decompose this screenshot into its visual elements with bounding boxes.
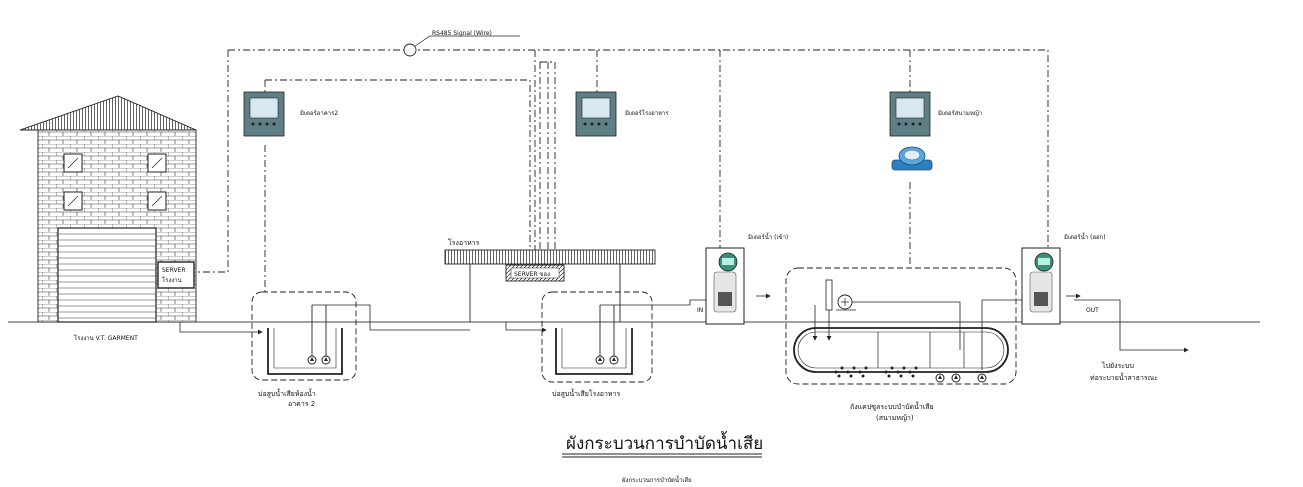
- server-factory-label: SERVER: [162, 267, 186, 274]
- diagram-title: ผังกระบวนการบำบัดน้ำเสีย: [566, 431, 763, 454]
- rs485-signal-network: [196, 49, 1049, 300]
- meter-water-in-label: มิเตอร์น้ำ (เข้า): [748, 231, 788, 241]
- meter-building2-label: มิเตอร์อาคาร2: [300, 109, 338, 117]
- outlet-label: ไปยังระบบ: [1101, 361, 1134, 370]
- flow-meter-out: [1021, 247, 1061, 325]
- server-factory-box: [157, 261, 195, 289]
- pit-canteen-label: บ่อสูบน้ำเสียโรงอาหาร: [552, 387, 620, 398]
- canteen-label: โรงอาหาร: [448, 238, 480, 247]
- meter-water-out-label: มิเตอร์น้ำ (ออก): [1064, 231, 1106, 241]
- power-meter-canteen: [575, 91, 617, 137]
- flow-meter-in: [705, 247, 745, 325]
- factory-name-label: โรงงาน V.T. GARMENT: [74, 334, 138, 342]
- meter-lawn-label: มิเตอร์สนามหญ้า: [938, 109, 982, 117]
- water-meter-icon: [891, 146, 933, 171]
- capsule-tank: [785, 267, 1022, 385]
- outlet-label-2: ท่อระบายน้ำสาธารณะ: [1090, 371, 1158, 382]
- pump-pit-canteen: [505, 291, 720, 383]
- server-canteen-label: SERVER ของ: [514, 271, 550, 278]
- factory-building: [19, 95, 197, 323]
- power-meter-building2: [243, 91, 285, 137]
- tank-label: ถังแคปซูลระบบบำบัดน้ำเสีย: [850, 400, 934, 411]
- out-label: OUT: [1086, 307, 1099, 314]
- diagram-subtitle: ผังกระบวนการบำบัดน้ำเสีย: [622, 474, 692, 484]
- server-factory-label-2: โรงงาน: [162, 276, 182, 284]
- rs485-tap-icon: [403, 43, 417, 57]
- meter-canteen-label: มิเตอร์โรงอาหาร: [625, 109, 669, 117]
- tank-label-2: (สนามหญ้า): [876, 414, 914, 422]
- canteen-structure: [444, 249, 656, 322]
- rs485-label: RS485 Signal (Wire): [432, 30, 492, 37]
- pump-pit-building2: [251, 291, 470, 381]
- pit-building2-label-2: อาคาร 2: [288, 400, 315, 408]
- pit-building2-label: บ่อสูบน้ำเสียห้องน้ำ: [258, 387, 316, 398]
- power-meter-lawn: [889, 91, 931, 137]
- in-label: IN: [697, 307, 703, 314]
